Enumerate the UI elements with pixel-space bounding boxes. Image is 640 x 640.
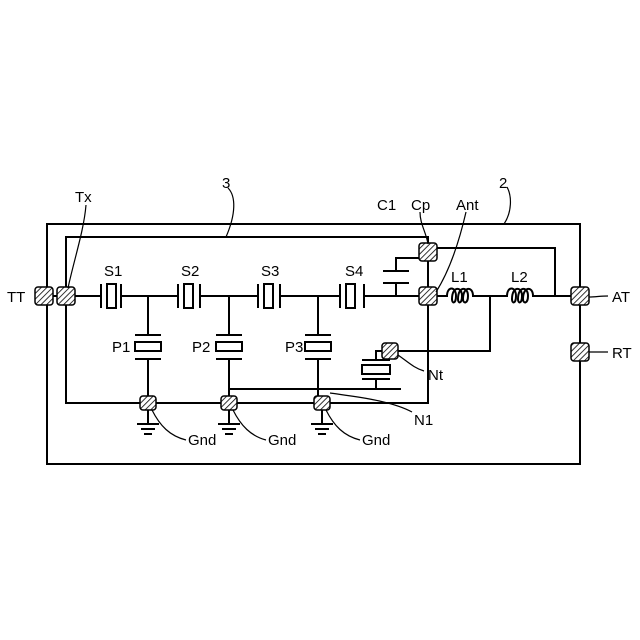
label-module-ref: 2 [499, 175, 507, 192]
label-c1: C1 [377, 197, 396, 214]
label-nt: Nt [428, 367, 444, 384]
wiring [47, 237, 571, 424]
label-cp: Cp [411, 197, 430, 214]
label-s2: S2 [181, 263, 199, 280]
label-p1: P1 [112, 339, 130, 356]
terminal-gnd-1 [140, 396, 156, 410]
terminal-nt [382, 343, 398, 359]
label-rt: RT [612, 345, 632, 362]
label-tx: Tx [75, 189, 92, 206]
resonator-s4 [340, 284, 364, 308]
resonator-s2 [178, 284, 200, 308]
label-l2: L2 [511, 269, 528, 286]
terminal-rt [571, 343, 589, 361]
inductor-l2 [507, 289, 533, 303]
terminal-tx [57, 287, 75, 305]
label-gnd-2: Gnd [268, 432, 296, 449]
terminal-tt [35, 287, 53, 305]
label-at: AT [612, 289, 630, 306]
label-s3: S3 [261, 263, 279, 280]
label-p3: P3 [285, 339, 303, 356]
terminal-ant [419, 287, 437, 305]
label-l1: L1 [451, 269, 468, 286]
label-n1: N1 [414, 412, 433, 429]
resonator-s3 [258, 284, 280, 308]
label-tt: TT [7, 289, 25, 306]
terminal-gnd-3 [314, 396, 330, 410]
label-ant: Ant [456, 197, 479, 214]
label-p2: P2 [192, 339, 210, 356]
terminal-at [571, 287, 589, 305]
label-s4: S4 [345, 263, 363, 280]
label-s1: S1 [104, 263, 122, 280]
resonator-p2 [216, 335, 242, 359]
label-gnd-3: Gnd [362, 432, 390, 449]
resonator-s1 [101, 284, 121, 308]
resonator-p3 [305, 335, 331, 359]
capacitor-c1 [384, 271, 408, 283]
terminal-cp [419, 243, 437, 261]
label-gnd-1: Gnd [188, 432, 216, 449]
label-chip-ref: 3 [222, 175, 230, 192]
resonator-p1 [135, 335, 161, 359]
ground-symbols [138, 424, 332, 434]
inductor-l1 [447, 289, 473, 303]
terminal-gnd-2 [221, 396, 237, 410]
resonator-nt [362, 360, 390, 379]
